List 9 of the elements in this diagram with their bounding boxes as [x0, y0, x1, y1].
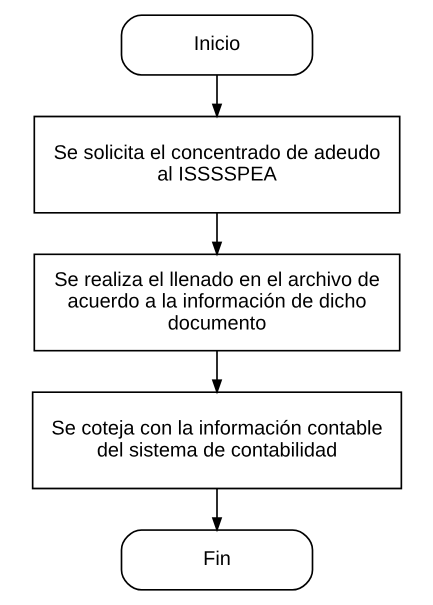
arrow	[211, 488, 222, 532]
node-box: Se coteja con la información contable del sistema de contabilidad	[31, 391, 402, 490]
node-box: Fin	[120, 529, 313, 591]
arrow	[211, 351, 222, 394]
arrow	[211, 75, 222, 119]
arrow	[211, 213, 222, 257]
node-box: Inicio	[120, 14, 313, 76]
node-box: Se realiza el llenado en el archivo de acuerdo a la información de dicho documento	[32, 254, 400, 352]
node-box: Se solicita el concentrado de adeudo al ISSSSPEA	[32, 116, 400, 214]
